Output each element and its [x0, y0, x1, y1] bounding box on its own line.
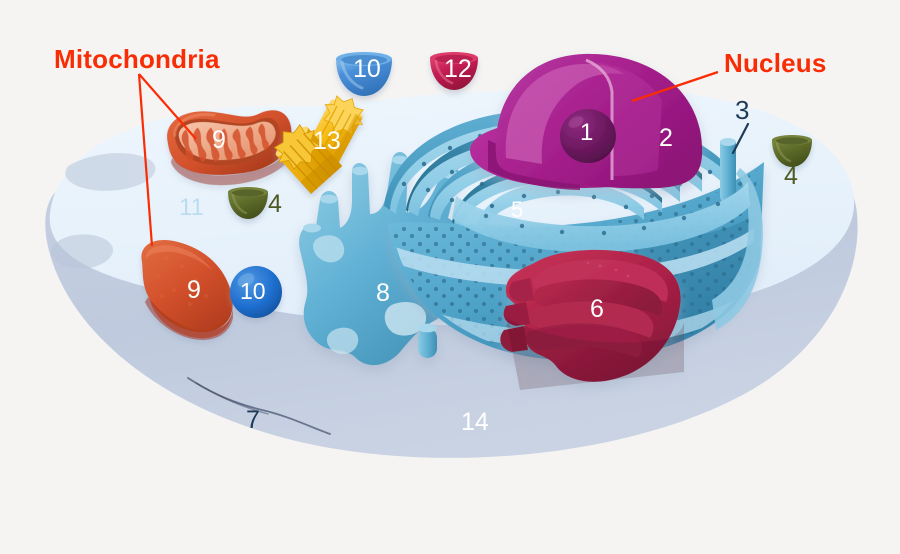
ser-tube-cap: [352, 166, 368, 176]
lysosome-left: [228, 187, 268, 219]
label-centrioles: 13: [313, 127, 341, 155]
leader-line-mitochondria-upper: [138, 73, 197, 140]
er-vertical-tube: [720, 138, 736, 204]
leader-line-mitochondria-lower: [137, 73, 154, 247]
leader-line-nucleus: [631, 70, 719, 103]
leader-lines: [137, 70, 750, 247]
mitochondrion-lower: [141, 240, 233, 340]
ser-detached-tube: [418, 323, 437, 358]
ser-tube-cap: [320, 194, 338, 204]
label-lysosome-right: 4: [784, 162, 798, 190]
vesicle-lower: [230, 266, 282, 318]
golgi-apparatus: [500, 249, 684, 390]
label-peroxisome: 12: [444, 55, 472, 83]
label-vesicle-lower: 10: [240, 278, 266, 304]
leader-line-pore: [731, 122, 750, 155]
label-mitochondrion-upper: 9: [212, 126, 226, 154]
centrioles: [273, 95, 364, 195]
label-rough-er: 5: [511, 197, 524, 222]
er-front-band: [452, 182, 750, 253]
callout-nucleus: Nucleus: [724, 48, 827, 78]
er-outer-flange: [712, 168, 763, 330]
label-vesicle-upper: 10: [353, 55, 381, 83]
label-golgi: 6: [590, 295, 604, 323]
label-mitochondrion-lower: 9: [187, 276, 201, 304]
label-nuclear-pore: 3: [735, 95, 750, 125]
mitochondrion-upper: [167, 110, 295, 186]
label-smooth-er: 8: [376, 279, 390, 307]
smooth-endoplasmic-reticulum: [299, 151, 469, 366]
label-nucleolus: 1: [580, 119, 594, 146]
lysosome-right: [772, 135, 812, 167]
vesicle-upper: [336, 52, 392, 96]
nucleolus: [560, 109, 616, 163]
cytoskeleton-filament: [187, 377, 331, 435]
ser-tube-cap: [303, 223, 321, 233]
membrane-folds: [50, 89, 289, 269]
peroxisome: [430, 52, 478, 90]
label-cell-membrane: 14: [461, 408, 489, 436]
label-nucleus: 2: [659, 124, 673, 152]
callout-mitochondria: Mitochondria: [54, 44, 220, 74]
label-cytoskeleton: 7: [246, 406, 260, 434]
nucleus: [470, 53, 703, 190]
label-lysosome-left: 4: [268, 190, 282, 218]
label-cytoplasm: 11: [179, 194, 204, 221]
